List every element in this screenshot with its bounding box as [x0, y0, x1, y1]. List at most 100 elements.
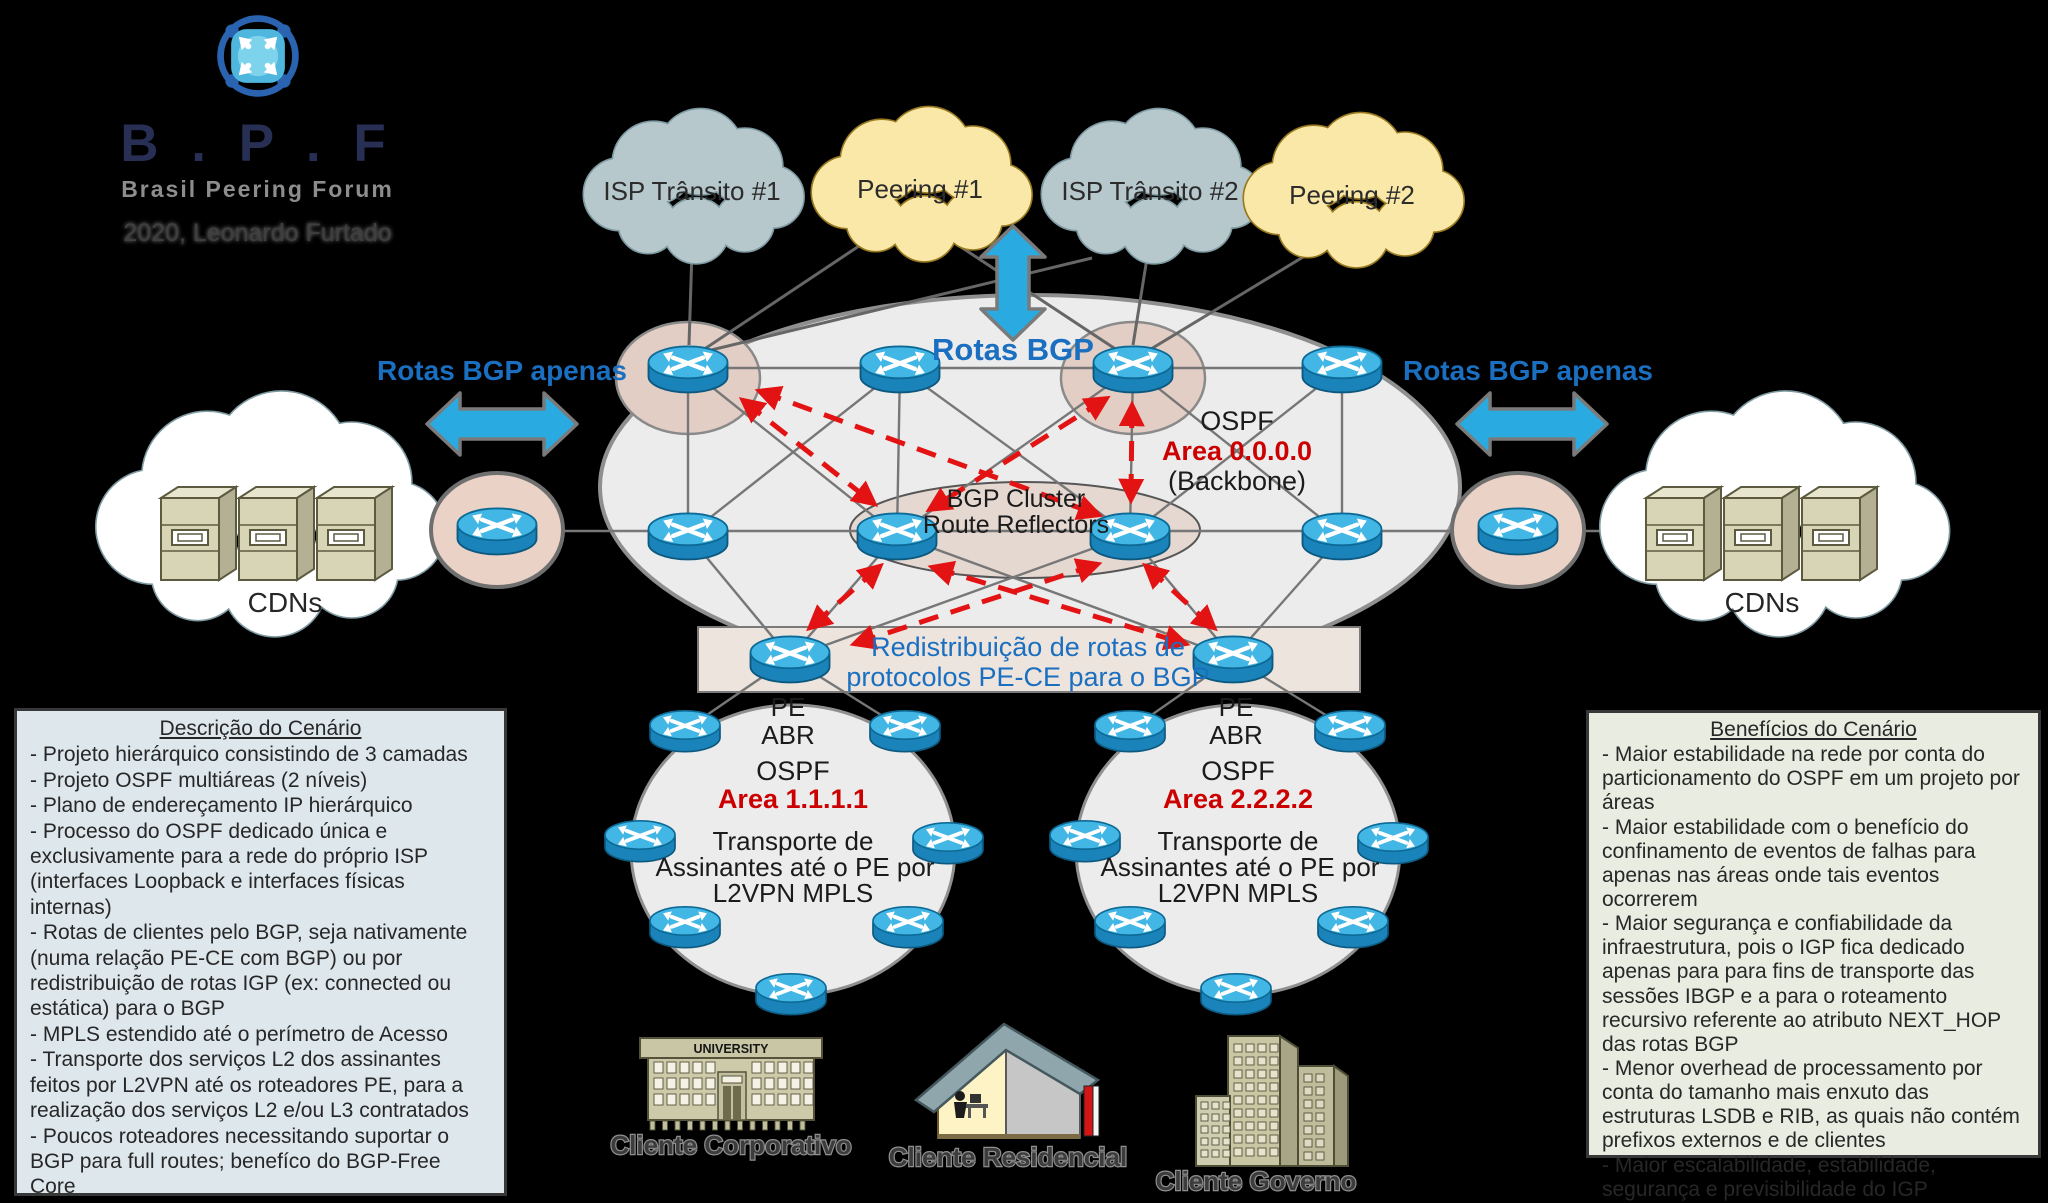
client-residential-label: Cliente Residencial	[889, 1142, 1127, 1172]
router-backbone-top-4	[1303, 346, 1382, 392]
area1-transport2: Assinantes até o PE por	[656, 852, 935, 882]
area1-transport1: Transporte de	[713, 826, 874, 856]
client-corporate-icon: UNIVERSITY	[639, 1037, 823, 1131]
logo-subtitle: Brasil Peering Forum	[121, 176, 394, 202]
area2-transport3: L2VPN MPLS	[1158, 878, 1318, 908]
bpf-router-icon	[216, 15, 299, 97]
cloud-label-isp1: ISP Trânsito #1	[603, 176, 780, 206]
cdn-server-icon	[235, 485, 318, 582]
pe-abr-right-line2: ABR	[1209, 720, 1262, 750]
university-sign: UNIVERSITY	[693, 1042, 769, 1056]
redistribution-line1: Redistribuição de rotas de	[871, 632, 1185, 662]
ospf-backbone-line2: Area 0.0.0.0	[1162, 436, 1312, 466]
bpf-logo: B . P . F Brasil Peering Forum 2020, Leo…	[100, 6, 415, 248]
left-box-item: - Poucos roteadores necessitando suporta…	[30, 1124, 450, 1199]
logo-title: B . P . F	[120, 114, 395, 173]
cdn-server-icon	[157, 485, 240, 582]
cloud-isp-transito-1	[582, 107, 805, 265]
cdn-server-icon	[1642, 485, 1725, 582]
redistribution-line2: protocolos PE-CE para o BGP	[846, 662, 1209, 692]
left-box-item: - Processo do OSPF dedicado única e excl…	[30, 819, 428, 919]
cdn-label-right: CDNs	[1725, 587, 1800, 618]
right-box-item: - Menor overhead de processamento por co…	[1602, 1056, 2020, 1153]
router-area2-1	[1093, 708, 1167, 754]
cloud-label-isp2: ISP Trânsito #2	[1061, 176, 1238, 206]
window-grid	[1303, 1073, 1325, 1161]
person-icon	[955, 1091, 965, 1101]
clients-layer: UNIVERSITY	[609, 1022, 1358, 1197]
bgp-route-arrows	[425, 224, 1609, 457]
logo-credit: 2020, Leonardo Furtado	[123, 219, 392, 247]
pe-abr-left-line1: PE	[771, 692, 806, 722]
ibgp-arrow-rr2-border-right	[1118, 400, 1145, 505]
left-box-title: Descrição do Cenário	[159, 717, 362, 740]
scenario-description-box: Descrição do Cenário - Projeto hierárqui…	[14, 708, 507, 1198]
router-cdn-left	[458, 508, 537, 554]
rotas-bgp-vertical-arrow	[979, 224, 1047, 342]
area2-transport2: Assinantes até o PE por	[1101, 852, 1380, 882]
cdn-servers-layer	[157, 485, 1881, 582]
right-box-item: - Maior escalabilidade, estabilidade, se…	[1602, 1153, 1936, 1201]
cdn-server-icon	[313, 485, 396, 582]
router-border-right	[1094, 346, 1173, 392]
ospf-backbone-line3: (Backbone)	[1168, 466, 1306, 496]
router-cdn-right	[1479, 508, 1558, 554]
window-grid	[1200, 1101, 1231, 1158]
right-box-title: Benefícios do Cenário	[1710, 718, 1917, 741]
router-border-left	[649, 346, 728, 392]
window-grid	[649, 1120, 806, 1131]
window-grid	[653, 1061, 814, 1106]
rotas-bgp-left-arrow	[425, 391, 579, 457]
right-box-item: - Maior estabilidade na rede por conta d…	[1602, 743, 2020, 815]
router-area1-1	[648, 708, 722, 754]
area2-ospf: OSPF	[1201, 756, 1275, 786]
router-area2-5	[1093, 904, 1167, 950]
router-area1-6	[871, 904, 945, 950]
router-area1-2	[868, 708, 942, 754]
router-backbone-mid-4	[1303, 513, 1382, 559]
client-corporate-label: Cliente Corporativo	[610, 1130, 851, 1160]
client-government-label: Cliente Governo	[1156, 1166, 1357, 1196]
right-box-item: - Maior segurança e confiabilidade da in…	[1602, 912, 2001, 1056]
bgp-cluster-line1: BGP Cluster	[947, 485, 1085, 513]
ibgp-arrow-rr1-border-right	[925, 395, 1111, 513]
ibgp-arrow-rr1-pe-right	[927, 560, 1191, 651]
left-box-item: - Plano de endereçamento IP hierárquico	[30, 794, 413, 818]
cloud-peering-1	[810, 105, 1033, 263]
router-area2-2	[1313, 708, 1387, 754]
cdn-label-left: CDNs	[248, 587, 323, 618]
area1-id: Area 1.1.1.1	[718, 784, 868, 814]
rotas-bgp-label: Rotas BGP	[932, 332, 1094, 367]
router-pe-abr-left	[751, 636, 830, 682]
area2-transport1: Transporte de	[1158, 826, 1319, 856]
scenario-benefits-box: Benefícios do Cenário - Maior estabilida…	[1586, 710, 2041, 1201]
router-area2-6	[1316, 904, 1390, 950]
pe-abr-left-line2: ABR	[761, 720, 814, 750]
cloud-label-peering1: Peering #1	[857, 174, 983, 204]
cdn-server-icon	[1720, 485, 1803, 582]
area1-ospf: OSPF	[756, 756, 830, 786]
router-area1-7	[754, 971, 828, 1017]
bgp-cluster-line2: Route Reflectors	[923, 511, 1109, 539]
cloud-peering-2	[1242, 111, 1465, 269]
left-box-item: - MPLS estendido até o perímetro de Aces…	[30, 1022, 448, 1046]
rotas-bgp-apenas-left-label: Rotas BGP apenas	[377, 355, 627, 386]
rotas-bgp-apenas-right-label: Rotas BGP apenas	[1403, 355, 1653, 386]
left-box-item: - Projeto hierárquico consistindo de 3 c…	[30, 743, 468, 767]
ospf-backbone-line1: OSPF	[1200, 406, 1274, 436]
cdn-server-icon	[1798, 485, 1881, 582]
router-backbone-mid-1	[649, 513, 728, 559]
router-area1-5	[648, 904, 722, 950]
area2-id: Area 2.2.2.2	[1163, 784, 1313, 814]
router-backbone-top-2	[861, 346, 940, 392]
rotas-bgp-right-arrow	[1455, 391, 1609, 457]
diagram-labels: ISP Trânsito #1 Peering #1 ISP Trânsito …	[248, 174, 1800, 908]
cloud-label-peering2: Peering #2	[1289, 180, 1415, 210]
window-grid	[1233, 1043, 1279, 1157]
pe-abr-right-line1: PE	[1219, 692, 1254, 722]
ibgp-session-arrows	[738, 386, 1218, 651]
right-box-item: - Maior estabilidade com o benefício do …	[1602, 815, 1976, 911]
left-box-item: - Transporte dos serviços L2 dos assinan…	[30, 1048, 469, 1123]
